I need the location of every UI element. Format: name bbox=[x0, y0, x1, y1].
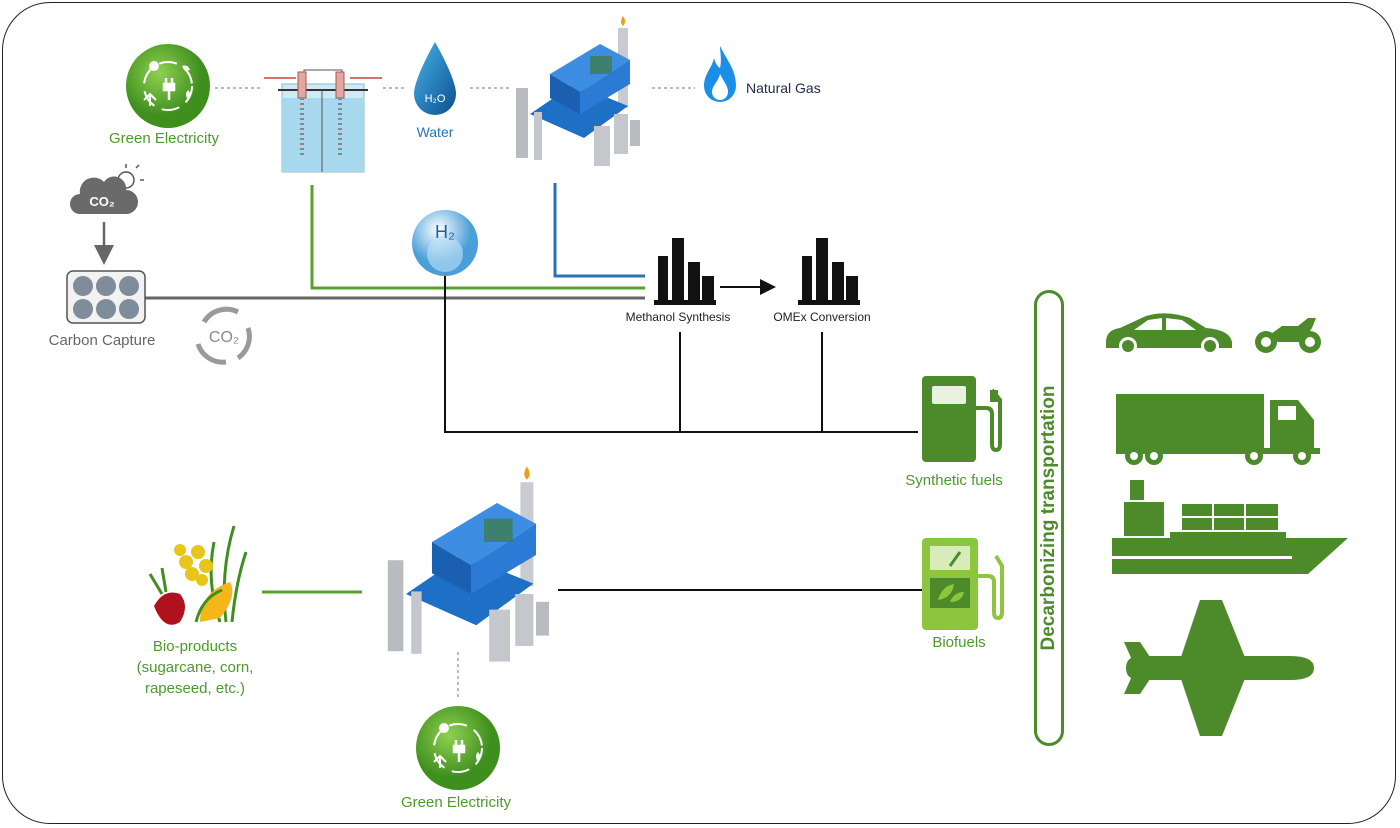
h2-sphere-icon: H₂ bbox=[412, 210, 478, 276]
green-electricity-icon bbox=[126, 44, 210, 128]
bio-products-line3: rapeseed, etc.) bbox=[144, 680, 246, 697]
natural-gas-flame-icon bbox=[704, 46, 736, 102]
electrolyzer-icon bbox=[264, 69, 382, 173]
water-label: Water bbox=[416, 124, 454, 140]
ship-icon bbox=[1112, 480, 1348, 574]
decarbonizing-pill bbox=[1034, 290, 1064, 746]
svg-text:H₂O: H₂O bbox=[425, 93, 446, 105]
decarbonizing-label: Decarbonizing transportation bbox=[1038, 385, 1059, 651]
green-line-hydrogen bbox=[310, 185, 645, 290]
biofuel-pump-icon bbox=[922, 538, 1004, 630]
omex-conversion-label: OMEx Conversion bbox=[773, 310, 871, 324]
biofuels-label: Biofuels bbox=[932, 634, 986, 651]
car-icon bbox=[1106, 313, 1232, 355]
natural-gas-label: Natural Gas bbox=[746, 80, 821, 96]
co2-cycle-icon: CO₂ bbox=[195, 306, 252, 365]
fuel-pump-icon bbox=[922, 376, 1002, 462]
biorefinery-icon bbox=[387, 466, 549, 662]
methanol-synthesis-label: Methanol Synthesis bbox=[625, 310, 731, 324]
omex-factory-icon bbox=[798, 238, 860, 305]
gas-plant-icon bbox=[516, 16, 640, 166]
bio-products-label: Bio-products (sugarcane, corn, rapeseed,… bbox=[120, 636, 270, 699]
black-line-synthetic bbox=[444, 275, 918, 433]
water-drop-icon: H₂O bbox=[414, 42, 456, 115]
bio-products-line2: (sugarcane, corn, bbox=[136, 659, 254, 676]
truck-icon bbox=[1116, 394, 1320, 465]
green-electricity-bottom-icon bbox=[416, 706, 500, 790]
synthetic-fuels-label: Synthetic fuels bbox=[905, 472, 1003, 489]
bio-products-icon bbox=[148, 525, 248, 625]
carbon-capture-icon bbox=[66, 270, 146, 324]
motorcycle-icon bbox=[1255, 318, 1321, 353]
svg-text:CO₂: CO₂ bbox=[209, 329, 239, 346]
blue-line-natural-gas bbox=[553, 183, 645, 278]
svg-text:CO₂: CO₂ bbox=[89, 194, 115, 209]
svg-text:H₂: H₂ bbox=[435, 222, 455, 242]
carbon-capture-label: Carbon Capture bbox=[48, 332, 156, 349]
methanol-factory-icon bbox=[654, 238, 716, 305]
bio-products-line1: Bio-products bbox=[152, 638, 238, 655]
green-electricity-bottom-label: Green Electricity bbox=[400, 794, 512, 811]
co2-cloud-icon: CO₂ bbox=[70, 164, 144, 214]
airplane-icon bbox=[1124, 600, 1314, 736]
green-electricity-top-label: Green Electricity bbox=[108, 130, 220, 147]
